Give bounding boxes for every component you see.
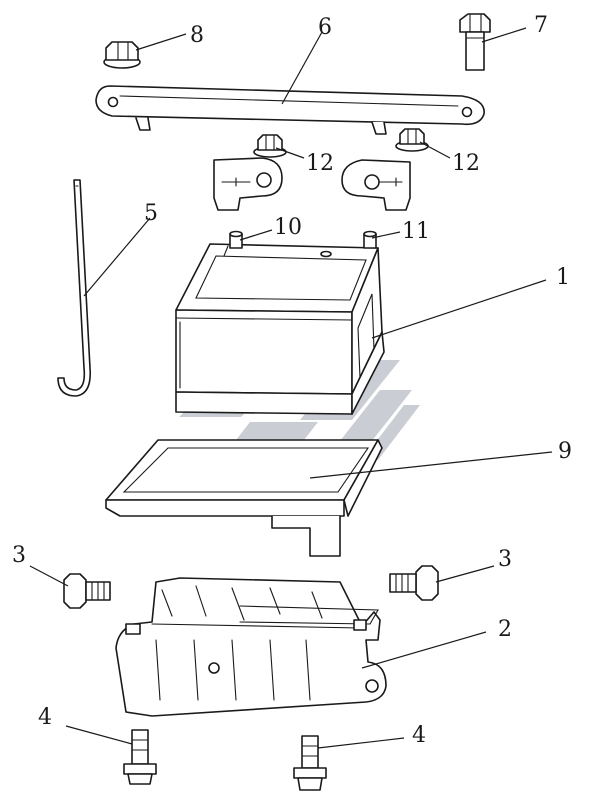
terminal-post-10	[229, 230, 243, 249]
terminal-clamp-right	[341, 159, 411, 211]
flange-nut-8	[103, 41, 141, 69]
callout-labels: 1 2 3 3 4 4 5 6 7 8 9 10 11 12 12	[12, 13, 572, 748]
flange-bolt-3-left	[63, 573, 111, 609]
j-hook-rod	[57, 179, 92, 397]
flange-nut-12-left	[253, 134, 287, 158]
hold-down-bar	[95, 85, 485, 135]
leader-lines	[29, 27, 553, 749]
callout-8: 8	[190, 23, 204, 48]
callout-1: 1	[556, 265, 570, 290]
terminal-clamp-left	[213, 157, 283, 211]
flange-bolt-3-right	[389, 565, 439, 601]
callout-3-left: 3	[12, 543, 26, 568]
terminal-post-11	[363, 230, 377, 249]
callout-4-right: 4	[412, 723, 426, 748]
callout-12-right: 12	[452, 151, 480, 176]
callout-12-left: 12	[306, 151, 334, 176]
callout-11: 11	[402, 219, 430, 244]
callout-5: 5	[144, 201, 158, 226]
callout-9: 9	[558, 439, 572, 464]
callout-4-left: 4	[38, 705, 52, 730]
vertical-bolt-4-left	[123, 729, 157, 785]
callout-7: 7	[534, 13, 548, 38]
battery-tray	[105, 439, 383, 557]
callout-2: 2	[498, 617, 512, 642]
vertical-bolt-4-right	[293, 735, 327, 791]
callout-3-right: 3	[498, 547, 512, 572]
battery-bracket	[115, 577, 387, 717]
callout-6: 6	[318, 15, 332, 40]
battery	[175, 230, 385, 415]
flange-nut-12-right	[395, 128, 429, 152]
hex-bolt-7	[459, 13, 491, 71]
callout-10: 10	[274, 215, 302, 240]
